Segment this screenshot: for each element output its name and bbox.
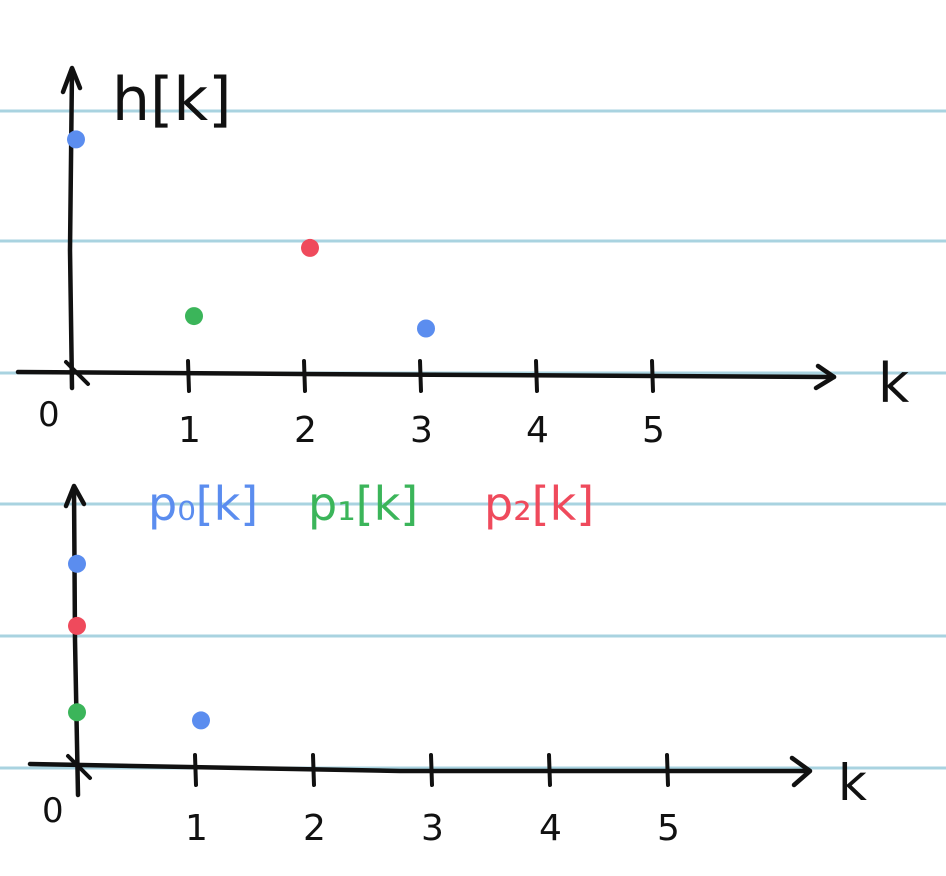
- ruled-lines: [0, 109, 946, 770]
- x-tick: [193, 753, 198, 787]
- x-tick: [650, 359, 655, 393]
- top-origin-label: 0: [38, 395, 60, 435]
- bottom-x-axis-arrowhead: [789, 755, 813, 788]
- bottom-x-ticks: 1 2 3 4 5: [185, 753, 680, 849]
- x-tick-label: 4: [539, 808, 562, 849]
- x-tick-label: 4: [526, 410, 549, 451]
- blue-data-point: [192, 711, 210, 730]
- x-tick-label: 2: [303, 808, 326, 849]
- top-x-axis-label: k: [878, 352, 910, 415]
- x-tick: [418, 359, 423, 393]
- legend-p0-label: p₀[k]: [148, 477, 258, 531]
- x-tick-label: 1: [178, 410, 201, 451]
- x-tick: [311, 753, 316, 787]
- legend: p₀[k] p₁[k] p₂[k]: [148, 477, 594, 531]
- legend-p1-label: p₁[k]: [308, 477, 418, 531]
- x-tick-label: 1: [185, 808, 208, 849]
- top-data-points: [67, 130, 435, 338]
- green-data-point: [68, 703, 86, 722]
- blue-data-point: [417, 319, 435, 338]
- x-tick-label: 2: [294, 410, 317, 451]
- x-tick-label: 5: [642, 410, 665, 451]
- bottom-x-axis-label: k: [838, 754, 867, 812]
- top-y-axis-label: h[k]: [112, 65, 232, 135]
- bottom-y-axis: [71, 485, 81, 798]
- bottom-y-axis-arrowhead: [63, 483, 87, 509]
- blue-data-point: [68, 554, 86, 573]
- x-tick: [547, 753, 552, 787]
- top-x-axis: [15, 369, 837, 380]
- x-tick: [534, 359, 539, 393]
- top-x-axis-arrowhead: [813, 363, 837, 391]
- x-tick-label: 3: [421, 808, 444, 849]
- red-data-point: [301, 238, 319, 257]
- top-x-ticks: 1 2 3 4 5: [178, 359, 665, 451]
- green-data-point: [185, 307, 203, 326]
- bottom-data-points: [68, 554, 210, 730]
- bottom-x-axis: [27, 761, 811, 774]
- x-tick-label: 3: [410, 410, 433, 451]
- x-tick: [302, 359, 307, 393]
- top-y-axis-arrowhead: [60, 65, 83, 95]
- legend-p2-label: p₂[k]: [484, 477, 594, 531]
- bottom-plot: 1 2 3 4 5 0 k p₀[k] p₁[k] p₂[k]: [27, 477, 867, 849]
- bottom-origin-tick: [66, 754, 92, 780]
- top-y-axis: [67, 67, 75, 391]
- red-data-point: [68, 616, 86, 635]
- top-origin-tick: [64, 360, 90, 386]
- x-tick: [186, 359, 191, 393]
- x-tick: [429, 753, 434, 787]
- bottom-origin-label: 0: [42, 791, 64, 831]
- x-tick: [665, 753, 670, 787]
- top-plot: 1 2 3 4 5 0 h[k] k: [15, 65, 910, 451]
- blue-data-point: [67, 130, 85, 149]
- x-tick-label: 5: [657, 808, 680, 849]
